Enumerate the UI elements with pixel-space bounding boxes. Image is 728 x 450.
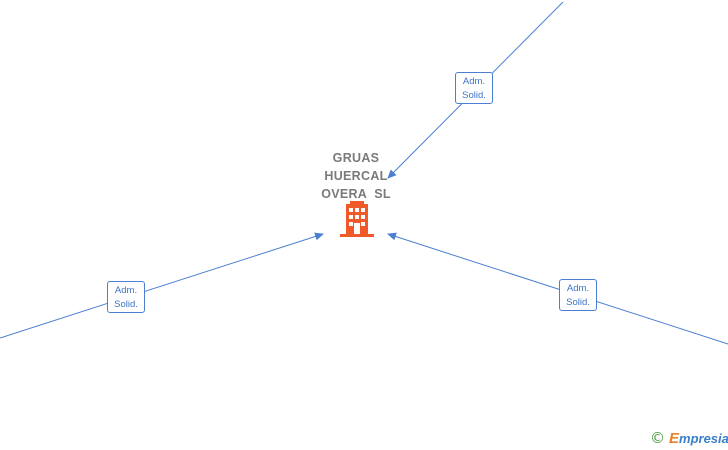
- building-icon[interactable]: [340, 201, 374, 237]
- role-label-line-1: Adm.: [566, 283, 590, 294]
- copyright-icon: ©: [650, 429, 665, 447]
- company-name-line-3: OVERA SL: [321, 187, 391, 201]
- company-name-line-2: HUERCAL: [324, 169, 388, 183]
- company-name-line-1: GRUAS: [332, 151, 380, 165]
- footer-brand[interactable]: © Empresia: [650, 429, 728, 447]
- role-label-line-2: Solid.: [114, 299, 138, 310]
- brand-name: mpresia: [679, 430, 728, 446]
- role-label-line-2: Solid.: [566, 297, 590, 308]
- role-badge-right[interactable]: Adm. Solid.: [559, 279, 597, 311]
- company-name[interactable]: GRUAS HUERCAL OVERA SL: [300, 149, 412, 203]
- role-label-line-1: Adm.: [462, 76, 486, 87]
- edge-right-to-company: [387, 232, 728, 345]
- role-label-line-2: Solid.: [462, 90, 486, 101]
- brand-logo: Empresia: [669, 430, 728, 447]
- role-badge-top[interactable]: Adm. Solid.: [455, 72, 493, 104]
- edge-left-to-company: [0, 232, 324, 339]
- role-label-line-1: Adm.: [114, 285, 138, 296]
- role-badge-left[interactable]: Adm. Solid.: [107, 281, 145, 313]
- brand-initial: E: [669, 429, 680, 447]
